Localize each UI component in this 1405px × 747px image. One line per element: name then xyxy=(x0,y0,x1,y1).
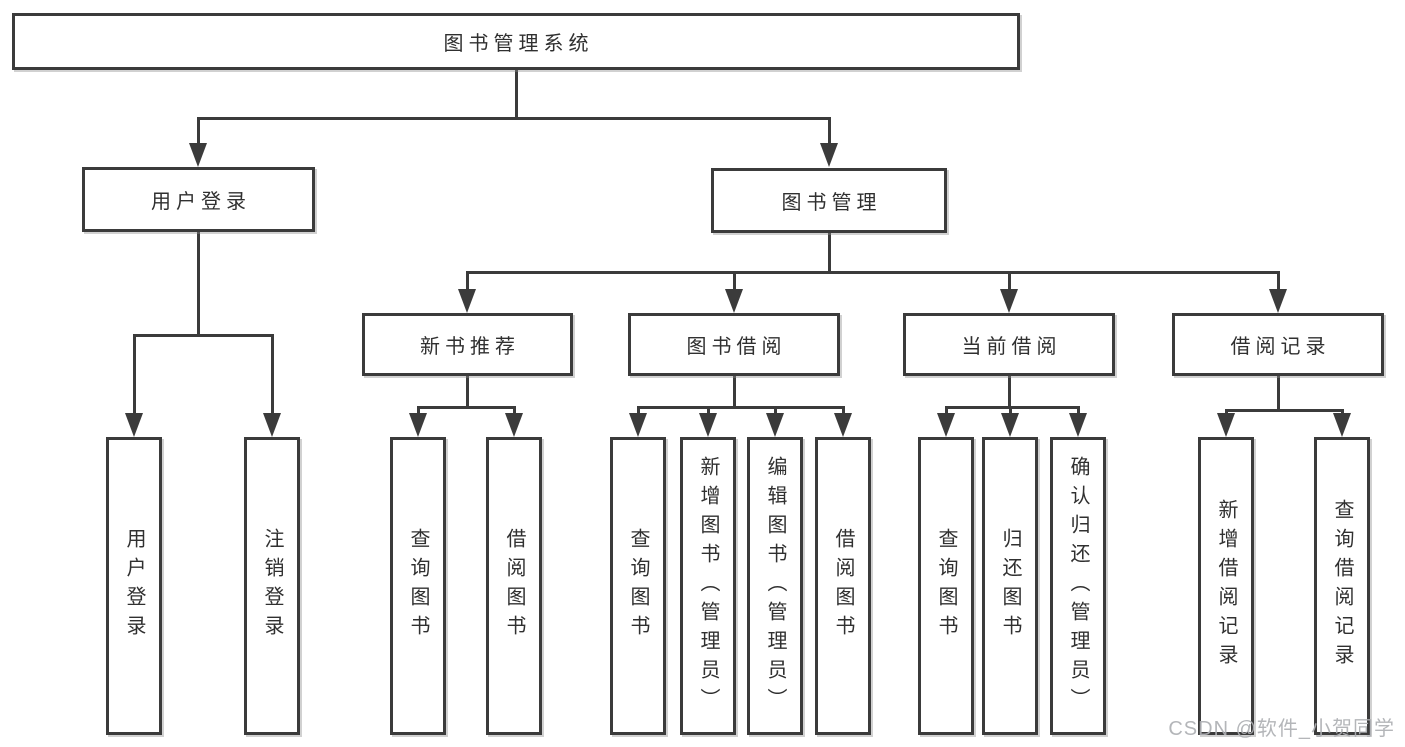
node-book-management: 图书管理 xyxy=(711,168,947,233)
arrowhead-down-icon xyxy=(505,413,523,437)
connector-stem xyxy=(465,376,469,407)
connector-branch xyxy=(196,118,200,149)
node-borrow-books-recommend: 借阅图书 xyxy=(486,437,542,735)
node-label: 新增图书（管理员） xyxy=(697,455,719,717)
arrowhead-down-icon xyxy=(699,413,717,437)
connector-branch xyxy=(827,118,831,149)
node-current-borrowing: 当前借阅 xyxy=(903,313,1115,376)
node-label: 确认归还（管理员） xyxy=(1067,455,1089,717)
connector-branch xyxy=(465,272,469,295)
connector-split xyxy=(1224,408,1344,412)
node-label: 用户登录 xyxy=(123,528,145,644)
node-label: 查询图书 xyxy=(935,528,957,644)
node-label: 编辑图书（管理员） xyxy=(764,455,786,717)
connector-stem xyxy=(196,232,200,335)
arrowhead-down-icon xyxy=(1069,413,1087,437)
connector-branch xyxy=(732,272,736,295)
node-label: 归还图书 xyxy=(999,528,1021,644)
arrowhead-down-icon xyxy=(629,413,647,437)
arrowhead-down-icon xyxy=(189,143,207,167)
connector-split xyxy=(416,405,516,409)
node-label: 新书推荐 xyxy=(420,336,520,358)
arrowhead-down-icon xyxy=(263,413,281,437)
arrowhead-down-icon xyxy=(766,413,784,437)
connector-split xyxy=(636,405,845,409)
arrowhead-down-icon xyxy=(1001,413,1019,437)
node-label: 图书管理系统 xyxy=(443,33,594,55)
connector-branch xyxy=(1007,272,1011,295)
arrowhead-down-icon xyxy=(125,413,143,437)
arrowhead-down-icon xyxy=(820,143,838,167)
node-label: 借阅图书 xyxy=(832,528,854,644)
node-add-borrow-record: 新增借阅记录 xyxy=(1198,437,1254,735)
node-query-books-current: 查询图书 xyxy=(918,437,974,735)
node-label: 注销登录 xyxy=(261,528,283,644)
node-user-login-group: 用户登录 xyxy=(82,167,315,232)
node-confirm-return-admin: 确认归还（管理员） xyxy=(1050,437,1106,735)
node-add-books-admin: 新增图书（管理员） xyxy=(680,437,736,735)
connector-split xyxy=(465,270,1280,274)
node-edit-books-admin: 编辑图书（管理员） xyxy=(747,437,803,735)
node-borrow-books-borrow: 借阅图书 xyxy=(815,437,871,735)
node-label: 图书管理 xyxy=(781,192,882,214)
connector-stem xyxy=(827,233,831,272)
node-label: 借阅记录 xyxy=(1230,336,1331,358)
connector-stem xyxy=(732,376,736,407)
node-label: 借阅图书 xyxy=(503,528,525,644)
connector-split xyxy=(132,333,274,337)
csdn-watermark: CSDN @软件_小贺同学 xyxy=(1168,718,1395,740)
node-user-login: 用户登录 xyxy=(106,437,162,735)
connector-stem xyxy=(1276,376,1280,410)
arrowhead-down-icon xyxy=(834,413,852,437)
node-return-books: 归还图书 xyxy=(982,437,1038,735)
node-label: 新增借阅记录 xyxy=(1215,499,1237,673)
node-query-books-recommend: 查询图书 xyxy=(390,437,446,735)
node-root: 图书管理系统 xyxy=(12,13,1020,70)
node-label: 查询借阅记录 xyxy=(1331,499,1353,673)
node-query-books-borrow: 查询图书 xyxy=(610,437,666,735)
connector-split xyxy=(196,116,831,120)
connector-branch xyxy=(1276,272,1280,295)
arrowhead-down-icon xyxy=(458,289,476,313)
connector-branch xyxy=(132,335,136,419)
arrowhead-down-icon xyxy=(725,289,743,313)
node-query-borrow-record: 查询借阅记录 xyxy=(1314,437,1370,735)
arrowhead-down-icon xyxy=(1333,413,1351,437)
node-borrowing-records: 借阅记录 xyxy=(1172,313,1384,376)
node-label: 查询图书 xyxy=(627,528,649,644)
connector-stem xyxy=(1007,376,1011,407)
arrowhead-down-icon xyxy=(409,413,427,437)
arrowhead-down-icon xyxy=(1269,289,1287,313)
node-label: 查询图书 xyxy=(407,528,429,644)
node-book-borrowing: 图书借阅 xyxy=(628,313,840,376)
arrowhead-down-icon xyxy=(1000,289,1018,313)
connector-branch xyxy=(270,335,274,419)
node-logout: 注销登录 xyxy=(244,437,300,735)
node-label: 用户登录 xyxy=(151,191,251,213)
arrowhead-down-icon xyxy=(1217,413,1235,437)
node-new-book-recommend: 新书推荐 xyxy=(362,313,573,376)
connector-stem xyxy=(514,70,518,118)
arrowhead-down-icon xyxy=(937,413,955,437)
node-label: 图书借阅 xyxy=(686,336,787,358)
connector-split xyxy=(944,405,1080,409)
node-label: 当前借阅 xyxy=(961,336,1062,358)
